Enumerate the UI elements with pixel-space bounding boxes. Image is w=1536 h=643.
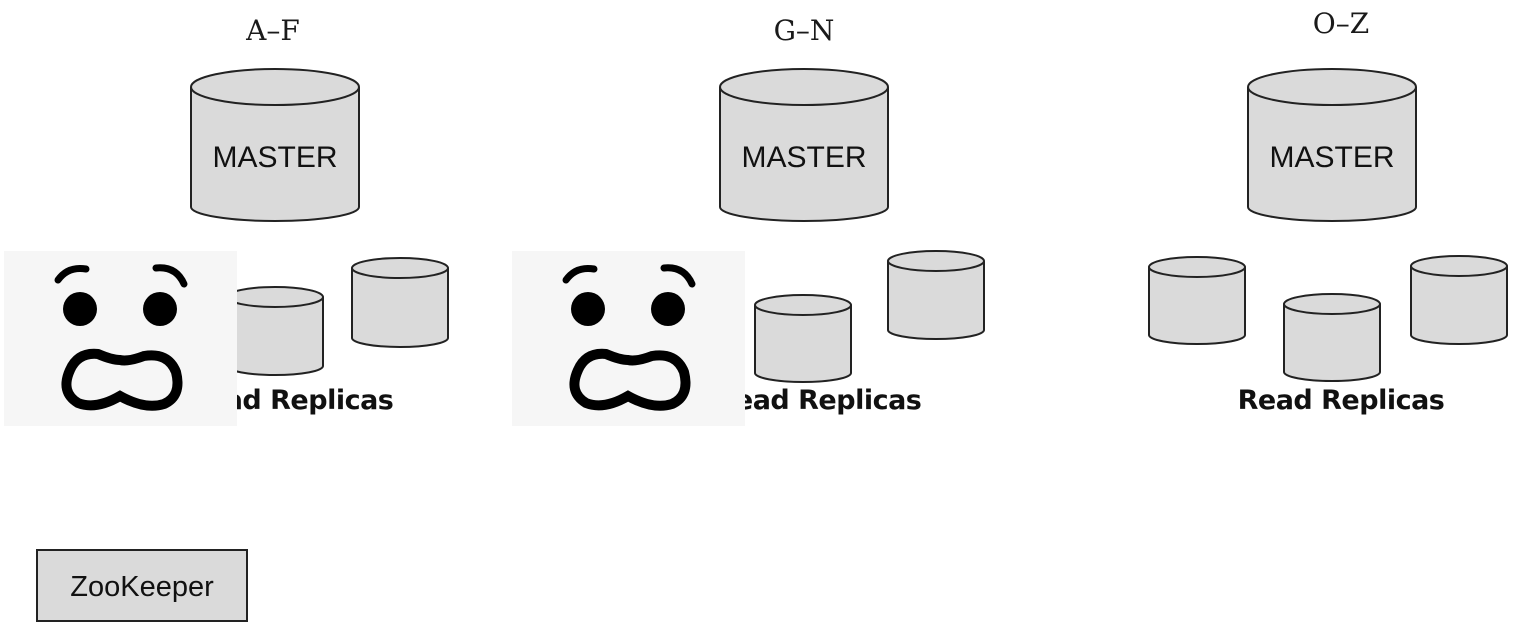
read-replicas-label: Read Replicas: [1238, 385, 1445, 416]
replica-database-icon: [887, 250, 985, 340]
shard-a-f: A–F MASTER Read Replicas: [4, 14, 449, 426]
replica-database-icon: [754, 294, 852, 383]
replica-database-icon: [351, 257, 449, 348]
shard-g-n: G–N MASTER Read Replicas: [512, 14, 985, 426]
shard-o-z: O–Z MASTER Read Replicas: [1148, 7, 1508, 416]
shard-range-label: A–F: [245, 14, 300, 47]
shard-range-label: O–Z: [1313, 7, 1369, 40]
master-database-icon: [190, 68, 360, 222]
replica-database-icon: [226, 286, 324, 376]
read-replicas-label: Read Replicas: [715, 385, 922, 416]
replica-database-icon: [1410, 255, 1508, 345]
zookeeper-label: ZooKeeper: [70, 571, 214, 603]
master-label: MASTER: [212, 141, 337, 174]
scared-face-icon: [4, 251, 237, 426]
master-database-icon: [719, 68, 889, 222]
master-database-icon: [1247, 68, 1417, 222]
replica-database-icon: [1283, 293, 1381, 382]
replica-database-icon: [1148, 256, 1246, 345]
master-label: MASTER: [1269, 141, 1394, 174]
master-label: MASTER: [741, 141, 866, 174]
scared-face-icon: [512, 251, 745, 426]
shard-range-label: G–N: [774, 14, 835, 47]
zookeeper-box: ZooKeeper: [36, 549, 248, 622]
